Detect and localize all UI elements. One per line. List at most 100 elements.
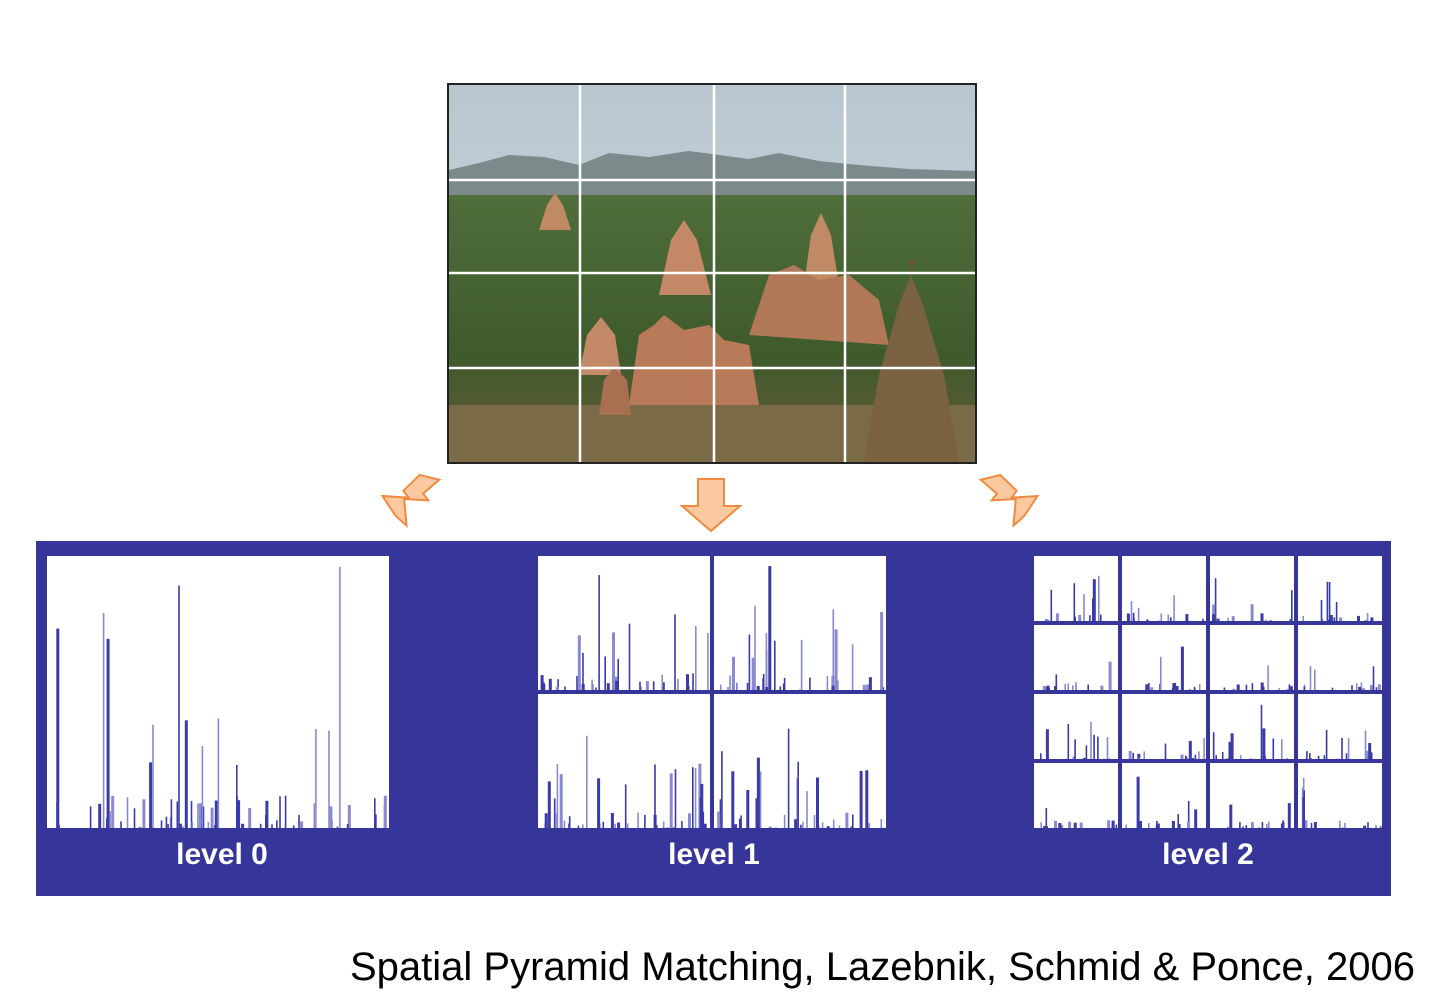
histogram-bar <box>1287 803 1291 828</box>
histogram-bar <box>1160 656 1162 690</box>
histogram-bar <box>1064 683 1066 690</box>
histogram-bar <box>339 566 341 828</box>
histogram-bar <box>1260 613 1264 621</box>
histogram-bar <box>765 633 768 690</box>
histogram-bar <box>768 623 771 690</box>
histogram-cell <box>1298 625 1382 690</box>
histogram-bar <box>1177 814 1179 828</box>
histogram-bar <box>880 612 884 690</box>
histogram-bar <box>1078 615 1082 621</box>
histogram-bar <box>740 815 742 828</box>
histogram-bar <box>120 821 122 828</box>
histogram-bar <box>197 803 199 828</box>
histogram-bar <box>138 826 142 828</box>
histogram-bar <box>1187 821 1191 828</box>
histogram-bar <box>756 686 760 690</box>
histogram-bar <box>1362 688 1365 690</box>
histogram-bar <box>248 807 252 828</box>
histogram-bar <box>1288 684 1291 690</box>
histogram-bar <box>1370 617 1374 621</box>
histogram-bar <box>765 687 769 690</box>
histogram-bar <box>703 823 707 828</box>
histogram-bar <box>783 815 786 828</box>
histogram-bar <box>586 735 588 828</box>
histogram-bar <box>617 822 621 828</box>
histogram-bar <box>1314 669 1316 690</box>
histogram-bar <box>1333 617 1336 621</box>
histogram-bar <box>56 628 60 828</box>
histogram-bar <box>1375 687 1378 690</box>
histogram-bar <box>214 800 218 828</box>
histogram-bar <box>762 674 765 690</box>
histogram-bar <box>577 825 580 828</box>
histogram-bar <box>1377 684 1381 690</box>
histogram-bar <box>1172 683 1176 690</box>
histogram-bar <box>1267 665 1269 690</box>
histogram-bar <box>666 827 669 828</box>
down-arrow-icon <box>679 478 743 533</box>
histogram-bar <box>816 777 819 828</box>
histogram-bar <box>694 768 697 828</box>
histogram-bar <box>265 800 269 828</box>
histogram-bar <box>1339 617 1343 621</box>
histogram-bar <box>1223 687 1226 690</box>
histogram-bar <box>1286 689 1290 690</box>
histogram-bar <box>577 635 581 690</box>
histogram-bar <box>1286 758 1288 759</box>
histogram-bar <box>178 823 182 828</box>
histogram-bar <box>1040 753 1042 759</box>
histogram-bar <box>1360 682 1363 690</box>
histogram-bar <box>797 761 799 828</box>
histogram-bar <box>106 638 110 828</box>
histogram-bar <box>615 680 619 690</box>
histogram-bar <box>1372 666 1375 690</box>
histogram-cell-bg <box>1034 556 1118 621</box>
histogram-bar <box>746 790 750 828</box>
histogram-bar <box>1058 823 1062 828</box>
scene-photo <box>447 83 977 464</box>
histogram-bar <box>1262 687 1265 690</box>
histogram-bar <box>1260 682 1264 690</box>
histogram-bar <box>1137 607 1140 621</box>
histogram-bar <box>1328 582 1331 621</box>
histogram-bar <box>1325 730 1328 759</box>
histogram-bar <box>1083 757 1086 759</box>
histogram-bar <box>547 781 551 828</box>
histogram-bar <box>1265 619 1267 621</box>
histogram-bar <box>838 825 841 828</box>
histogram-bar <box>1170 617 1172 621</box>
histogram-bar <box>1339 820 1341 828</box>
histogram-bar <box>1185 614 1189 621</box>
histogram-bar <box>1230 733 1234 759</box>
histogram-bar <box>1250 822 1254 828</box>
histogram-cell <box>1210 556 1294 621</box>
histogram-bar <box>1136 776 1140 828</box>
histogram-bar <box>774 640 776 690</box>
histogram-bar <box>1097 736 1099 759</box>
histogram-bar <box>851 644 854 690</box>
histogram-bar <box>383 795 387 828</box>
histogram-bar <box>598 575 600 690</box>
histogram-bar <box>686 674 689 690</box>
histogram-bar <box>731 771 735 828</box>
histogram-bar <box>1368 743 1372 759</box>
histogram-bar <box>868 823 871 828</box>
histogram-bar <box>106 818 108 828</box>
histogram-bar <box>149 762 153 828</box>
histogram-bar <box>98 803 102 828</box>
histogram-bar <box>1074 739 1076 759</box>
histogram-bar <box>1280 823 1283 828</box>
histogram-bar <box>1164 743 1167 759</box>
histogram-bar <box>1126 613 1130 621</box>
down-right-arrow-icon <box>978 473 1040 529</box>
histogram-cell <box>1034 625 1118 690</box>
histogram-bar <box>1043 826 1047 828</box>
histogram-bar <box>1148 823 1150 828</box>
histogram-bar <box>837 680 839 690</box>
histogram-bar <box>1074 616 1076 621</box>
histogram-bar <box>598 823 601 828</box>
histogram-cell-bg <box>1034 763 1118 828</box>
histogram-bar <box>1055 613 1059 621</box>
histogram-bar <box>1258 826 1260 828</box>
histogram-bar <box>1188 689 1191 690</box>
